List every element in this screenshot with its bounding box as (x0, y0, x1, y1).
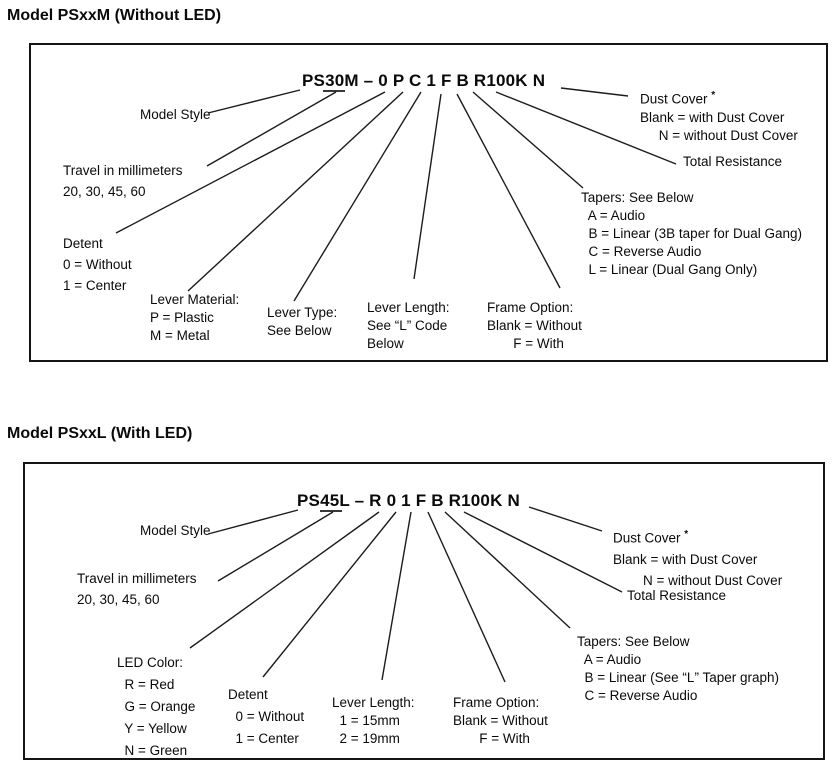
dust-cover-label-2: Dust Cover * Blank = with Dust Cover N = … (613, 524, 782, 591)
dust-cover-options: Blank = with Dust Cover N = without Dust… (640, 109, 798, 143)
detent-label: Detent 0 = Without 1 = Center (63, 236, 132, 293)
travel-label: Travel in millimeters 20, 30, 45, 60 (63, 163, 183, 199)
dust-cover-label: Dust Cover * Blank = with Dust Cover N = … (640, 87, 798, 145)
dust-cover-title-2: Dust Cover (613, 530, 685, 546)
dust-cover-asterisk: * (711, 90, 716, 101)
section-title-psxxl: Model PSxxL (With LED) (7, 425, 193, 442)
lever-length-label: Lever Length: See “L” Code Below (367, 300, 450, 351)
lever-material-label: Lever Material: P = Plastic M = Metal (150, 292, 240, 343)
travel-label-2: Travel in millimeters 20, 30, 45, 60 (77, 571, 197, 607)
frame-option-label: Frame Option: Blank = Without F = With (487, 300, 582, 351)
detent-label-2: Detent 0 = Without 1 = Center (228, 687, 305, 746)
model-style-label-2: Model Style (140, 523, 211, 538)
section-title-psxxm: Model PSxxM (Without LED) (7, 7, 222, 24)
lever-length-label-2: Lever Length: 1 = 15mm 2 = 19mm (332, 695, 415, 746)
total-resistance-label-2: Total Resistance (627, 588, 727, 603)
diagram-frame-psxxm (29, 43, 828, 362)
led-color-label: LED Color: R = Red G = Orange Y = Yellow… (117, 655, 196, 758)
tapers-label-2: Tapers: See Below A = Audio B = Linear (… (577, 634, 779, 703)
model-style-label: Model Style (140, 107, 211, 122)
part-number-psxxl: PS45L – R 0 1 F B R100K N (297, 491, 520, 510)
tapers-label: Tapers: See Below A = Audio B = Linear (… (581, 190, 802, 277)
frame-option-label-2: Frame Option: Blank = Without F = With (453, 695, 548, 746)
dust-cover-asterisk-2: * (684, 529, 689, 540)
dust-cover-options-2: Blank = with Dust Cover N = without Dust… (613, 551, 783, 588)
diagram-frame-psxxl (23, 462, 825, 760)
lever-type-label: Lever Type: See Below (267, 305, 338, 338)
total-resistance-label: Total Resistance (683, 154, 783, 169)
dust-cover-title: Dust Cover (640, 91, 712, 107)
part-number-psxxm: PS30M – 0 P C 1 F B R100K N (302, 71, 546, 90)
